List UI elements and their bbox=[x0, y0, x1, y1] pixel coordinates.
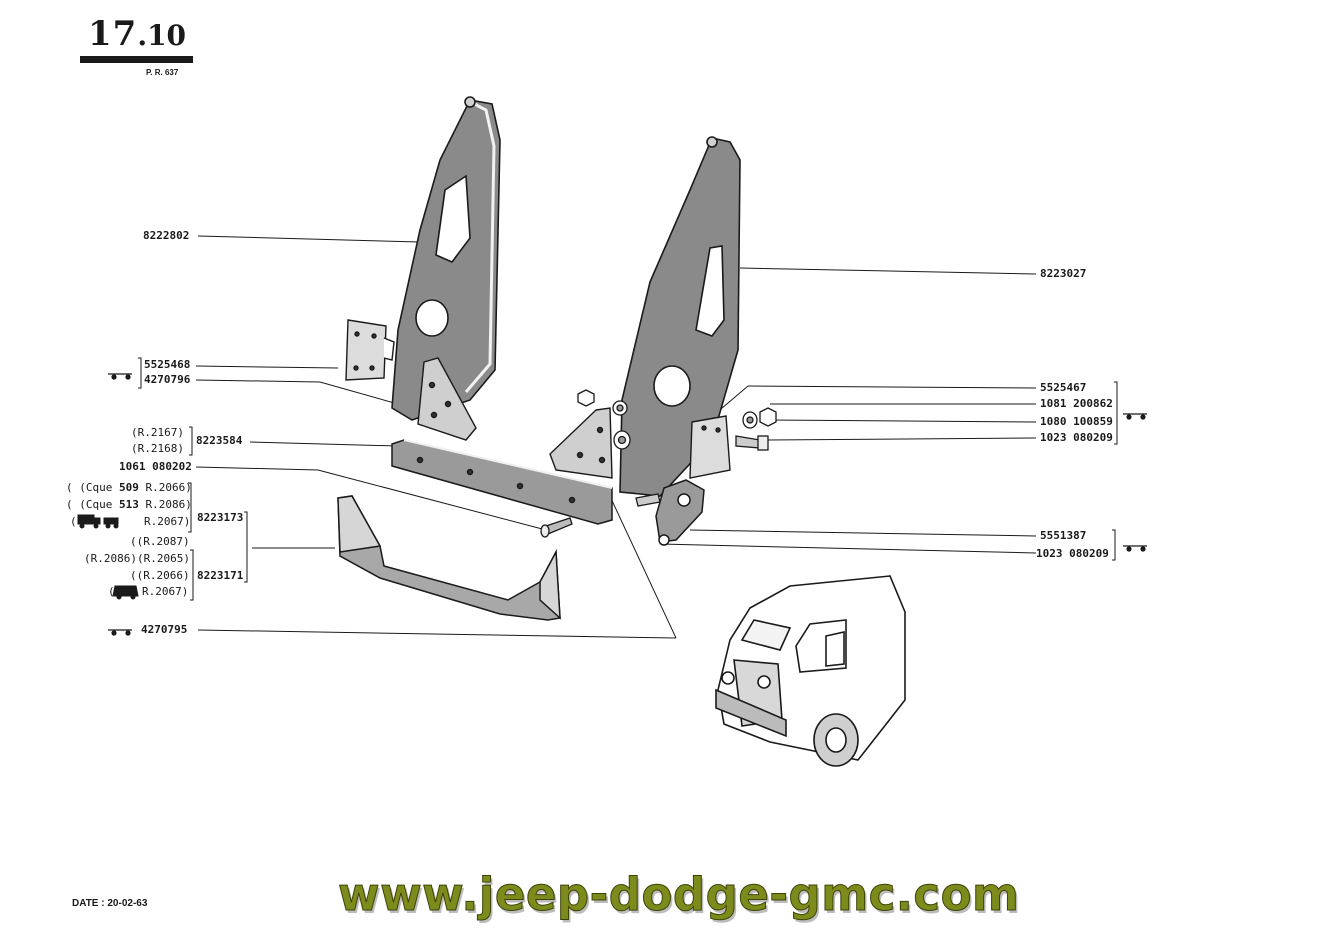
label-truck-r2067: R.2067) bbox=[144, 515, 191, 528]
leader-4270795-a bbox=[197, 629, 677, 639]
bracket-right-group bbox=[1114, 381, 1118, 445]
label-1023-080209-b: 1023 080209 bbox=[1036, 547, 1109, 560]
plate-5525468 bbox=[345, 319, 395, 381]
leader-5551387 bbox=[689, 529, 1037, 537]
page-reference: P. R. 637 bbox=[146, 68, 179, 77]
truck-icon bbox=[77, 514, 119, 529]
label-1080-100859: 1080 100859 bbox=[1040, 415, 1113, 428]
leader-1080-100859 bbox=[767, 419, 1037, 423]
bracket-8223173-inner bbox=[188, 482, 192, 533]
bracket-8223171-inner bbox=[190, 549, 194, 601]
leader-1061-080202-a bbox=[195, 466, 319, 471]
label-8223027: 8223027 bbox=[1040, 267, 1087, 280]
label-1023-080209-a: 1023 080209 bbox=[1040, 431, 1113, 444]
leader-8223584 bbox=[249, 441, 399, 447]
fasteners-group bbox=[577, 389, 777, 507]
label-5551387: 5551387 bbox=[1040, 529, 1087, 542]
leader-1023-080209-a bbox=[767, 437, 1037, 441]
label-8222802: 8222802 bbox=[143, 229, 190, 242]
bracket-5525468 bbox=[138, 357, 142, 389]
trailer-icon bbox=[1123, 413, 1147, 420]
bracket-right-lower bbox=[1112, 529, 1116, 561]
right-pillar bbox=[619, 136, 741, 497]
leader-1061-080202-b bbox=[317, 469, 547, 531]
label-8223584: 8223584 bbox=[196, 434, 243, 447]
date-stamp: DATE : 20-02-63 bbox=[72, 898, 148, 909]
label-truck-paren: ( bbox=[70, 515, 77, 528]
label-5525468: 5525468 bbox=[144, 358, 191, 371]
watermark-url: www.jeep-dodge-gmc.com bbox=[337, 868, 1020, 922]
trailer-icon bbox=[108, 629, 132, 636]
label-8223171: 8223171 bbox=[197, 569, 244, 582]
label-5525467: 5525467 bbox=[1040, 381, 1087, 394]
bracket-8223584 bbox=[189, 426, 193, 456]
rail-8223584 bbox=[391, 439, 613, 525]
label-r2086-r2065: (R.2086)(R.2065) bbox=[84, 552, 190, 565]
label-r2066: ((R.2066) bbox=[130, 569, 190, 582]
label-r2087: ((R.2087) bbox=[130, 535, 190, 548]
left-pillar bbox=[391, 96, 501, 421]
van-illustration bbox=[715, 575, 906, 767]
trailer-icon bbox=[1123, 545, 1147, 552]
page-number-major: 17 bbox=[88, 14, 138, 54]
label-1081-200862: 1081 200862 bbox=[1040, 397, 1113, 410]
label-8223173: 8223173 bbox=[197, 511, 244, 524]
cque-509-ref: R.2066) bbox=[145, 481, 192, 494]
label-cque-513: ( (Cque 513 R.2086) bbox=[66, 499, 192, 511]
label-van-paren: ( bbox=[108, 585, 115, 598]
trailer-icon bbox=[108, 373, 132, 380]
page-number-minor: .10 bbox=[137, 19, 187, 52]
leader-4270795-b bbox=[607, 491, 677, 639]
leader-8222802 bbox=[197, 235, 421, 243]
header-rule bbox=[80, 56, 193, 63]
label-1061-080202: 1061 080202 bbox=[119, 460, 192, 473]
channel-8223173 bbox=[337, 495, 561, 621]
label-4270795: 4270795 bbox=[141, 623, 188, 636]
leader-4270796-a bbox=[195, 379, 321, 383]
cque-513-prefix: ( (Cque bbox=[66, 498, 113, 511]
label-van-r2067: R.2067) bbox=[142, 585, 189, 598]
cque-513-number: 513 bbox=[118, 498, 139, 511]
label-r2168: (R.2168) bbox=[131, 442, 184, 455]
cque-509-number: 509 bbox=[118, 481, 139, 494]
screw-1061-080202 bbox=[540, 517, 573, 538]
gusset-4270796 bbox=[417, 357, 477, 441]
page-number: 17.10 bbox=[88, 14, 186, 54]
label-r2167: (R.2167) bbox=[131, 426, 184, 439]
cque-513-ref: R.2086) bbox=[145, 498, 192, 511]
cque-509-prefix: ( (Cque bbox=[66, 481, 113, 494]
leader-5525468 bbox=[195, 365, 339, 369]
label-4270796: 4270796 bbox=[144, 373, 191, 386]
leader-8223027 bbox=[739, 267, 1037, 275]
leader-5525467-b bbox=[747, 385, 1037, 389]
label-cque-509: ( (Cque 509 R.2066) bbox=[66, 482, 192, 494]
latch-5551387 bbox=[655, 479, 705, 546]
van-icon bbox=[112, 585, 139, 600]
plate-5525467 bbox=[689, 415, 731, 479]
bracket-8223173-outer bbox=[244, 511, 248, 583]
leader-1023-080209-b bbox=[659, 543, 1037, 554]
gusset-right bbox=[549, 407, 613, 479]
